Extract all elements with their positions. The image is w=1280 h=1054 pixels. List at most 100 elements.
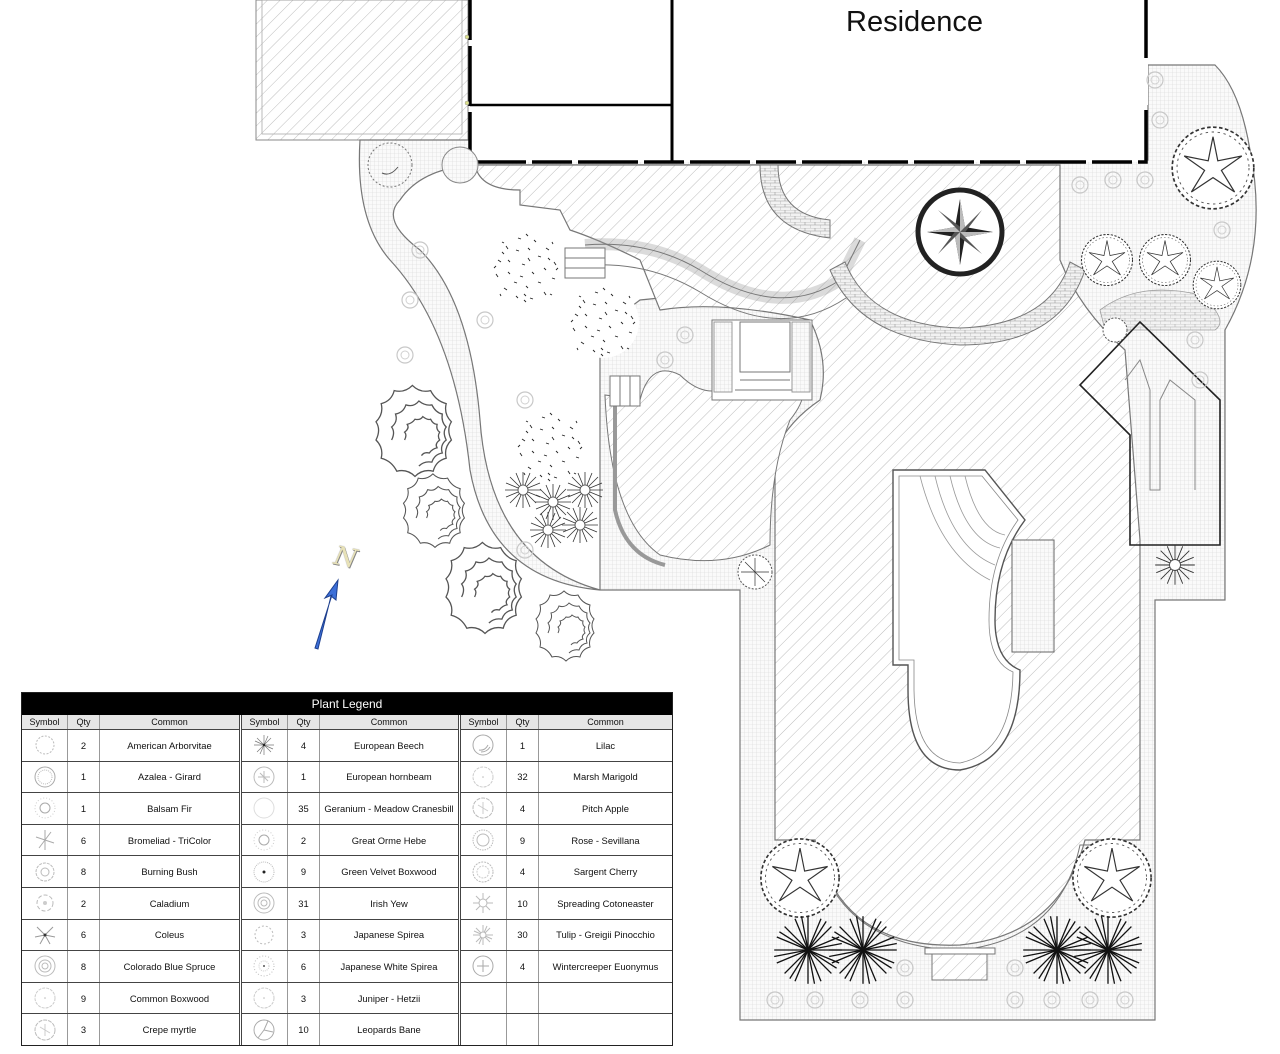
header-common: Common: [370, 717, 408, 727]
qty: 32: [507, 761, 539, 793]
common-name: Colorado Blue Spruce: [123, 960, 216, 972]
header-common: Common: [151, 717, 188, 727]
flower-burst-icon: [35, 862, 54, 882]
common-name: Tulip - Greigii Pinocchio: [556, 929, 655, 941]
starburst-circle-icon: [35, 735, 54, 755]
toothed-ring-icon: [472, 829, 494, 851]
qty: 3: [288, 919, 320, 951]
common-name: Caladium: [149, 897, 190, 909]
lobed-tree-icon: [34, 1019, 55, 1041]
spoke-circle-icon: [253, 766, 275, 788]
legend-row: 4 European Beech: [241, 730, 458, 762]
residence-label: Residence: [846, 6, 984, 38]
compass-rose-medallion: [915, 187, 1005, 277]
common-name: Leopards Bane: [357, 1024, 421, 1036]
common-name: Japanese Spirea: [353, 929, 425, 941]
qty: 1: [68, 761, 100, 793]
legend-row: 10 Leopards Bane: [242, 1014, 458, 1045]
common-name: Great Orme Hebe: [351, 834, 427, 846]
serrated-circle-icon: [254, 925, 274, 945]
legend-header: Symbol Qty Common: [460, 715, 672, 730]
qty: 2: [288, 824, 320, 856]
qty: 9: [288, 856, 320, 887]
qty: 8: [68, 951, 100, 982]
brick-arc: [829, 261, 1086, 346]
legend-row: 2 American Arborvitae: [22, 730, 239, 762]
legend-group-2: Symbol Qty Common 4 European Beech 1 Europ…: [241, 715, 461, 1045]
qty: 10: [288, 1014, 320, 1045]
sun-burst-icon: [253, 829, 275, 851]
qty: 1: [68, 793, 100, 824]
common-name: Geranium - Meadow Cranesbill: [324, 802, 454, 814]
common-name: Rose - Sevillana: [571, 834, 640, 846]
qty: 4: [288, 730, 320, 761]
qty: 2: [68, 887, 100, 919]
legend-row: 4 Wintercreeper Euonymus: [460, 951, 672, 983]
spa: [1011, 539, 1055, 653]
legend-row: 2 Great Orme Hebe: [241, 824, 458, 857]
qty: 6: [68, 919, 100, 951]
petal-flower-icon: [36, 894, 53, 912]
qty: 4: [507, 793, 539, 824]
sun-burst-icon: [34, 797, 55, 819]
qty: 1: [288, 761, 320, 793]
spoke-circle-icon: [472, 955, 494, 977]
header-symbol: Symbol: [22, 715, 68, 729]
common-name: Wintercreeper Euonymus: [552, 960, 659, 972]
common-name: Japanese White Spirea: [340, 960, 438, 972]
common-name: European hornbeam: [346, 771, 432, 783]
legend-header: Symbol Qty Common: [22, 715, 239, 730]
dotted-ring-icon: [253, 955, 275, 977]
scalloped-circle-icon: [253, 987, 275, 1009]
common-name: Burning Bush: [141, 866, 198, 878]
arc-circle-icon: [472, 734, 494, 756]
legend-row: 35 Geranium - Meadow Cranesbill: [241, 793, 458, 825]
qty: 4: [507, 951, 539, 982]
legend-header: Symbol Qty Common: [241, 715, 458, 730]
legend-row: 1 European hornbeam: [241, 761, 458, 794]
common-name: Marsh Marigold: [573, 771, 638, 783]
qty: 31: [288, 887, 320, 919]
qty: 6: [288, 951, 320, 982]
legend-row: 8 Colorado Blue Spruce: [22, 951, 239, 983]
legend-columns: Symbol Qty Common 2 American Arborvitae 1…: [22, 715, 672, 1045]
qty: 8: [68, 856, 100, 887]
scalloped-circle-icon: [472, 766, 494, 788]
legend-row: 6 Japanese White Spirea: [241, 951, 458, 983]
common-name: Bromeliad - TriColor: [127, 834, 212, 846]
common-name: Juniper - Hetzii: [357, 992, 421, 1004]
qty: 3: [68, 1014, 100, 1045]
dot-ring-icon: [253, 861, 275, 883]
qty: 1: [507, 730, 539, 761]
pie-circle-icon: [253, 1019, 275, 1041]
common-name: European Beech: [354, 739, 424, 751]
qty: 30: [507, 919, 539, 951]
garage-patio: [255, 0, 469, 141]
legend-row-empty: [460, 982, 672, 1015]
qty: 35: [288, 793, 320, 824]
legend-group-3: Symbol Qty Common 1 Lilac 32 Marsh Marigol…: [460, 715, 672, 1045]
qty: 10: [507, 887, 539, 919]
common-name: American Arborvitae: [127, 739, 212, 751]
scalloped-circle-icon: [34, 987, 55, 1009]
header-symbol: Symbol: [461, 715, 507, 729]
swirl-circle-icon: [34, 955, 55, 977]
common-name: Lilac: [595, 739, 616, 751]
entry-steps: [564, 247, 813, 407]
spiky-burst-icon: [254, 735, 275, 756]
legend-row: 30 Tulip - Greigii Pinocchio: [460, 919, 672, 952]
fan-leaf-icon: [34, 926, 55, 945]
qty: 2: [68, 730, 100, 761]
sun-burst-icon: [473, 893, 494, 914]
